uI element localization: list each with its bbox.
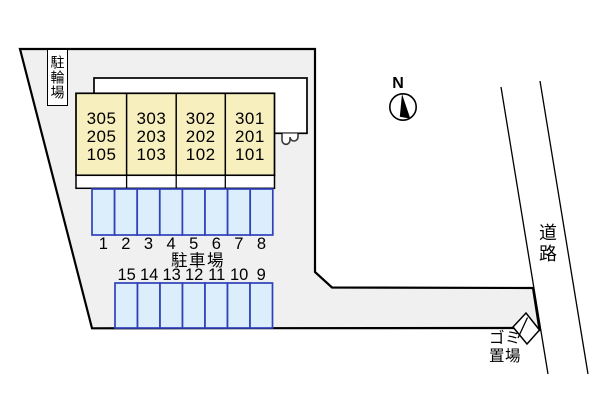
unit-number: 303 [136,109,167,128]
parking-number: 10 [230,266,249,284]
parking-number: 15 [117,266,136,284]
unit-number: 202 [185,126,216,146]
parking-number: 1 [98,235,108,253]
bicycle-parking-box: 駐輪場 [47,49,68,106]
parking-number: 12 [185,266,204,284]
parking-lot-label: 駐車場 [171,252,225,270]
road-left-line [500,86,549,375]
unit-number-block-3: 302 202 102 [171,110,231,163]
unit-number: 205 [86,126,117,146]
unit-number: 305 [86,109,117,128]
parking-number: 3 [143,235,154,253]
trash-enclosure [512,311,541,346]
road-right-line [539,80,589,375]
unit-number: 101 [234,144,265,164]
unit-number-block-1: 305 205 105 [72,110,132,163]
parking-number: 8 [256,235,267,253]
trash-enclosure-brace [517,317,529,339]
parking-space-4 [158,188,184,236]
entrance-porch-icon [281,133,299,146]
unit-number: 103 [136,144,167,164]
unit-number: 201 [234,126,265,146]
unit-number: 203 [136,126,167,146]
parking-row-1 [91,188,274,236]
trash-area-label-line2: 置場 [488,347,522,365]
parking-space-2 [113,188,139,236]
parking-space-6 [204,188,229,236]
parking-space-1 [91,188,116,236]
parking-space-3 [136,188,161,236]
parking-space-8 [249,188,274,236]
road-label: 道路 [537,223,557,265]
compass-needle-icon [399,94,411,119]
unit-number: 301 [234,109,265,128]
parking-space-5 [181,188,206,236]
parking-space-10 [226,282,251,329]
unit-number: 302 [185,109,216,128]
parking-number: 11 [208,266,226,284]
parking-number: 6 [211,235,221,253]
unit-number-block-2: 303 203 103 [121,110,181,163]
parking-space-15 [114,282,139,329]
parking-number: 4 [166,235,176,253]
parking-number: 5 [189,235,199,253]
parking-number: 14 [140,266,159,284]
apartment-unit-block [75,92,276,177]
parking-number: 9 [256,266,266,284]
parking-row-2 [114,282,274,329]
unit-number: 105 [86,144,117,164]
compass-north-label: N [392,75,404,92]
parking-space-9 [249,282,274,329]
bicycle-parking-label: 駐輪場 [49,55,66,100]
parking-space-13 [159,282,184,329]
parking-space-7 [226,188,252,236]
balcony-strip [75,174,276,190]
parking-space-12 [181,282,206,329]
parking-space-11 [204,282,229,329]
parking-space-14 [136,282,161,329]
unit-number: 102 [185,144,216,164]
parking-number: 2 [121,235,131,253]
trash-area-label: ゴミ 置場 [489,330,521,366]
unit-number-block-4: 301 201 101 [220,110,280,163]
trash-area-label-line1: ゴミ [488,330,522,347]
parking-number: 7 [234,235,244,253]
parking-number: 13 [162,266,181,284]
